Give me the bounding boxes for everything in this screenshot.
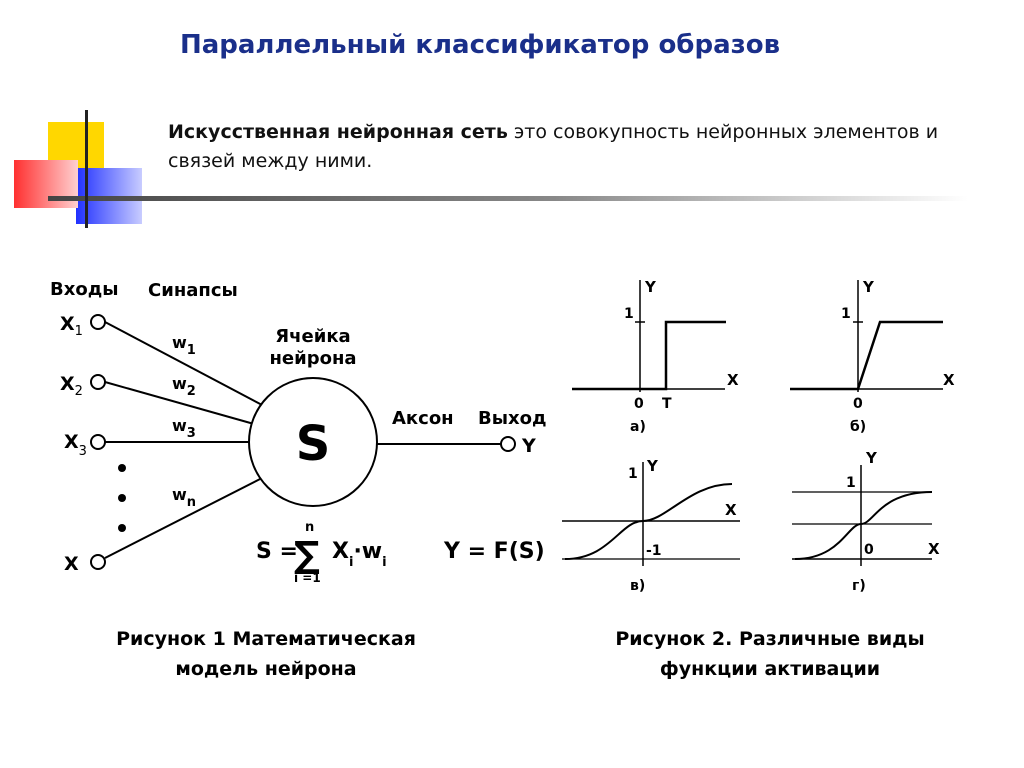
figure2-caption-line2: функции активации: [659, 658, 881, 680]
horizontal-rule: [48, 196, 968, 201]
figure2-caption: Рисунок 2. Различные виды функции актива…: [582, 624, 958, 684]
input-node-1: [90, 314, 106, 330]
plot-linear-saturation: Y 1 X 0 б): [790, 278, 955, 435]
ellipsis-dot: [118, 524, 126, 532]
figure1-caption-line1: Рисунок 1 Математическая: [116, 628, 416, 650]
plot-g-x-label: X: [928, 540, 940, 558]
weight-label-3: w3: [172, 416, 196, 441]
step-curve: [572, 320, 726, 391]
plot-sigmoid-function: Y 1 0 X г): [792, 449, 940, 594]
output-symbol: Y: [521, 435, 536, 457]
cell-label-line1: Ячейка: [275, 326, 350, 347]
slide-title: Параллельный классификатор образов: [179, 30, 781, 60]
plot-g-one-label: 1: [846, 475, 856, 491]
plot-b-x-label: X: [943, 371, 955, 389]
plot-step-function: Y 1 X 0 T а): [572, 278, 739, 435]
linear-curve: [790, 320, 943, 391]
plot-a-t-label: T: [662, 396, 672, 412]
plot-tanh-function: 1 Y X -1 в): [562, 457, 740, 594]
inputs-label: Входы: [50, 279, 119, 300]
figure1-caption-line2: модель нейрона: [175, 658, 357, 680]
tanh-curve: [564, 483, 733, 560]
vertical-rule: [85, 110, 88, 228]
input-node-3: [90, 434, 106, 450]
synapses-label: Синапсы: [148, 280, 238, 301]
figure1-caption: Рисунок 1 Математическая модель нейрона: [76, 624, 456, 684]
decorative-squares: [14, 110, 968, 228]
plot-a-x-label: X: [727, 371, 739, 389]
output-node: [500, 436, 516, 452]
formula-right: Y = F(S): [443, 539, 545, 564]
formula-left: S =: [256, 539, 298, 564]
soma-symbol: S: [296, 416, 331, 472]
plot-b-y-label: Y: [862, 278, 875, 296]
synapse-line-1: [104, 321, 265, 407]
sigmoid-curve: [794, 491, 933, 560]
intro-definition: это совокупность нейронных элементов и с…: [168, 121, 939, 172]
cell-label-line2: нейрона: [269, 348, 356, 369]
formula-term: Xi·wi: [332, 539, 387, 570]
plot-b-caption: б): [850, 419, 866, 435]
plot-v-neg-label: -1: [646, 543, 662, 559]
plot-a-zero-label: 0: [634, 396, 644, 412]
sum-lower-index: i =1: [294, 571, 321, 585]
input-label-2: X2: [60, 373, 83, 399]
neuron-soma: [248, 377, 378, 507]
sum-symbol: ∑: [294, 535, 320, 576]
synapse-line-2: [104, 381, 255, 425]
weight-label-1: w1: [172, 333, 196, 358]
neuron-model-figure: Входы Синапсы X1 X2 X3 X w1 w2 w3 wn Яче…: [50, 279, 547, 585]
plot-v-x-label: X: [725, 501, 737, 519]
plot-a-caption: а): [630, 419, 646, 435]
plot-g-zero-label: 0: [864, 542, 874, 558]
plot-b-one-label: 1: [841, 306, 851, 322]
synapse-line-n: [104, 477, 263, 559]
input-node-n: [90, 554, 106, 570]
plot-v-caption: в): [630, 578, 645, 594]
input-node-2: [90, 374, 106, 390]
intro-text: Искусственная нейронная сеть это совокуп…: [168, 118, 968, 176]
plot-b-zero-label: 0: [853, 396, 863, 412]
input-label-1: X1: [60, 313, 83, 339]
axon-label: Аксон: [392, 408, 454, 429]
weight-label-n: wn: [172, 485, 196, 510]
intro-term: Искусственная нейронная сеть: [168, 121, 508, 143]
activation-functions-figure: Y 1 X 0 T а) Y 1 X 0 б) 1 Y X -1 в) Y: [562, 278, 955, 594]
plot-a-y-label: Y: [644, 278, 657, 296]
plot-g-y-label: Y: [865, 449, 878, 467]
plot-v-y-label: Y: [646, 457, 659, 475]
ellipsis-dot: [118, 494, 126, 502]
plot-v-one-label: 1: [628, 466, 638, 482]
weight-label-2: w2: [172, 374, 196, 399]
ellipsis-dot: [118, 464, 126, 472]
output-label: Выход: [478, 408, 547, 429]
plot-g-caption: г): [852, 578, 866, 594]
sum-upper-index: n: [305, 520, 314, 535]
figure2-caption-line1: Рисунок 2. Различные виды: [615, 628, 925, 650]
plot-a-one-label: 1: [624, 306, 634, 322]
input-label-n: X: [64, 553, 79, 575]
input-label-3: X3: [64, 431, 87, 459]
